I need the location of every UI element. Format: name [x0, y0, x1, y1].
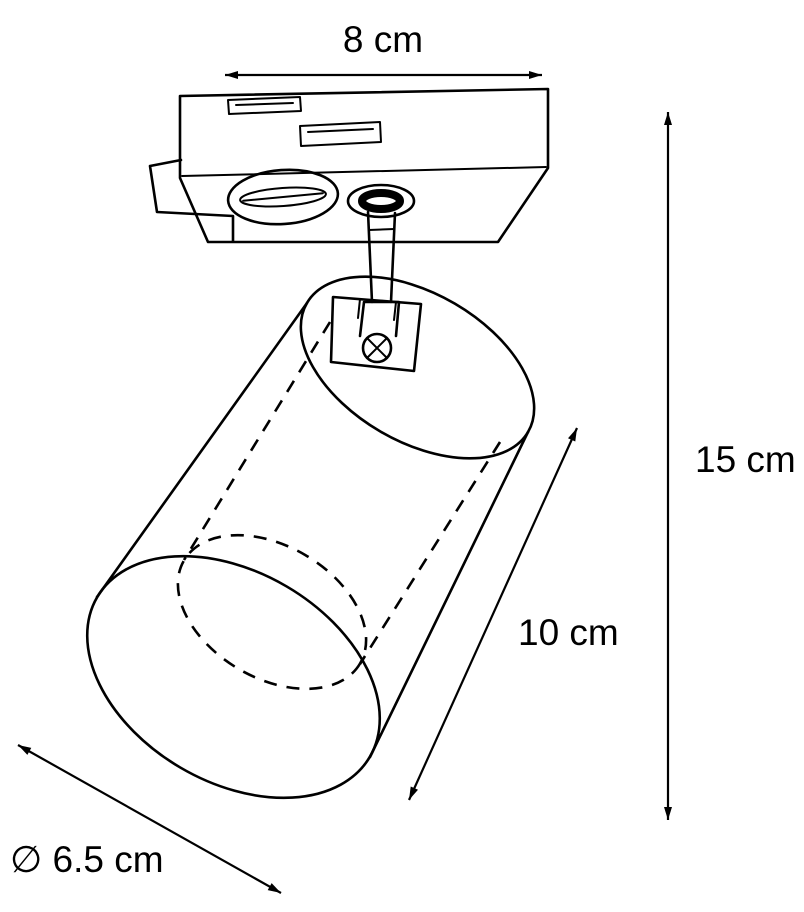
- dimension-width: 8 cm: [225, 19, 542, 79]
- stem-joint-line: [368, 228, 395, 231]
- adapter-rail-clip: [148, 158, 235, 243]
- cylinder-bottom-rim: [85, 554, 382, 800]
- adapter-outline: [178, 87, 550, 244]
- dimension-height: 15 cm: [664, 112, 796, 820]
- mounting-stem: [358, 210, 401, 338]
- bracket-notch: [357, 298, 397, 321]
- pivot-screw: [361, 332, 393, 364]
- pivot-screw-cross: [366, 337, 388, 359]
- adjustment-wheel: [226, 168, 340, 226]
- bracket-plate: [329, 295, 423, 373]
- cylinder-top-rim: [299, 275, 536, 460]
- diameter-dimension-arrow: [17, 744, 282, 894]
- body-length-dimension-label: 10 cm: [518, 612, 619, 653]
- swivel-bracket: [329, 295, 423, 373]
- inner-rim-hidden: [176, 533, 368, 691]
- dimension-diameter: ∅ 6.5 cm: [10, 744, 282, 894]
- adapter-front-slot: [299, 121, 382, 147]
- cylinder-left-edge: [95, 301, 309, 599]
- stem-right-edge: [389, 211, 397, 304]
- inner-edge-left-hidden: [182, 321, 332, 561]
- stem-left-edge: [366, 210, 374, 304]
- adapter-fold-line: [181, 166, 547, 177]
- body-length-dimension-arrow: [407, 427, 579, 801]
- height-dimension-label: 15 cm: [695, 439, 796, 480]
- spotlight-cylinder: [85, 275, 536, 800]
- dimension-body-length: 10 cm: [407, 427, 619, 801]
- inner-edge-right-hidden: [358, 441, 502, 665]
- diameter-dimension-label: ∅ 6.5 cm: [10, 839, 164, 880]
- adapter-top-slot: [227, 96, 302, 115]
- adapter-front-slot-inner: [307, 128, 374, 133]
- stem-collar: [346, 183, 416, 219]
- track-adapter: [148, 87, 550, 244]
- width-dimension-label: 8 cm: [343, 19, 423, 60]
- adapter-top-slot-inner: [235, 102, 294, 106]
- cylinder-right-edge: [368, 430, 530, 759]
